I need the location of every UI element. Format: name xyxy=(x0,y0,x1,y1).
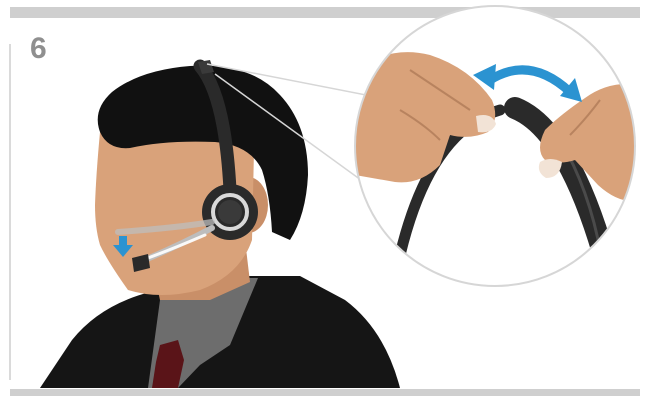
bottom-divider-bar xyxy=(10,389,640,396)
magnified-detail xyxy=(355,6,640,286)
earpiece-center xyxy=(218,200,242,224)
